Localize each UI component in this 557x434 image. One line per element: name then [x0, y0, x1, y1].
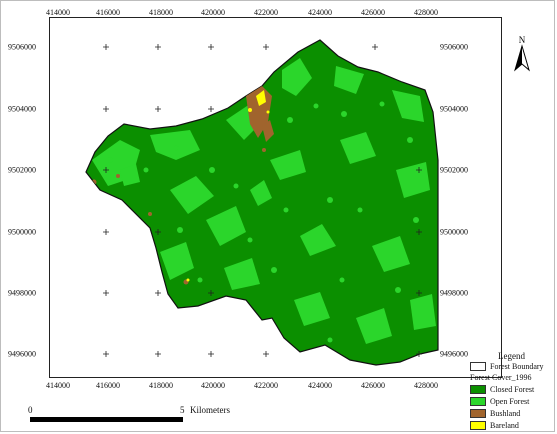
legend-boundary-swatch: [470, 362, 486, 371]
y-tick-right: 9496000: [440, 349, 468, 359]
open-forest-patches: [92, 58, 436, 344]
y-tick-right: 9506000: [440, 42, 468, 52]
y-tick-left: 9496000: [8, 349, 36, 359]
legend-boundary: Forest Boundary: [470, 361, 544, 372]
bareland-patches: [186, 90, 270, 282]
north-arrow-icon: N: [514, 35, 530, 72]
x-tick-bottom: 414000: [46, 381, 70, 390]
legend-item: Open Forest: [470, 396, 529, 407]
y-tick-right: 9504000: [440, 104, 468, 114]
y-tick-left: 9504000: [8, 104, 36, 114]
x-tick-bottom: 422000: [254, 381, 278, 390]
x-tick-top: 424000: [308, 8, 332, 17]
graticule-crosses: [103, 44, 422, 357]
north-label: N: [519, 35, 526, 45]
legend-group-label: Forest Cover_1996: [470, 373, 532, 382]
x-tick-bottom: 420000: [201, 381, 225, 390]
legend-item: Closed Forest: [470, 384, 534, 395]
legend-item: Bushland: [470, 408, 520, 419]
scale-end-label: 5: [180, 405, 185, 415]
y-tick-left: 9498000: [8, 288, 36, 298]
legend-item-label: Bareland: [490, 421, 519, 430]
x-tick-top: 422000: [254, 8, 278, 17]
y-tick-left: 9500000: [8, 227, 36, 237]
y-tick-left: 9506000: [8, 42, 36, 52]
x-tick-bottom: 426000: [361, 381, 385, 390]
x-tick-top: 414000: [46, 8, 70, 17]
x-tick-bottom: 416000: [96, 381, 120, 390]
scale-unit-label: Kilometers: [190, 405, 230, 415]
open-forest-speckle: [107, 101, 419, 343]
y-tick-right: 9500000: [440, 227, 468, 237]
scale-start-label: 0: [28, 405, 33, 415]
north-arrow: N: [513, 34, 531, 74]
x-tick-bottom: 418000: [149, 381, 173, 390]
legend-item-label: Bushland: [490, 409, 521, 418]
y-tick-right: 9498000: [440, 288, 468, 298]
legend-open-forest-swatch: [470, 397, 486, 406]
x-tick-top: 428000: [414, 8, 438, 17]
x-tick-top: 420000: [201, 8, 225, 17]
legend-boundary-label: Forest Boundary: [490, 362, 544, 371]
legend-item: Bareland: [470, 420, 519, 431]
x-tick-top: 416000: [96, 8, 120, 17]
legend-item-label: Open Forest: [490, 397, 530, 406]
x-tick-bottom: 428000: [414, 381, 438, 390]
x-tick-bottom: 424000: [308, 381, 332, 390]
scale-bar: [30, 417, 183, 422]
y-tick-right: 9502000: [440, 165, 468, 175]
x-tick-top: 426000: [361, 8, 385, 17]
legend-bareland-swatch: [470, 421, 486, 430]
legend-title: Legend: [498, 351, 525, 361]
legend-closed-forest-swatch: [470, 385, 486, 394]
legend-bushland-swatch: [470, 409, 486, 418]
map-neatline: [49, 17, 502, 378]
legend-item-label: Closed Forest: [490, 385, 535, 394]
y-tick-left: 9502000: [8, 165, 36, 175]
x-tick-top: 418000: [149, 8, 173, 17]
